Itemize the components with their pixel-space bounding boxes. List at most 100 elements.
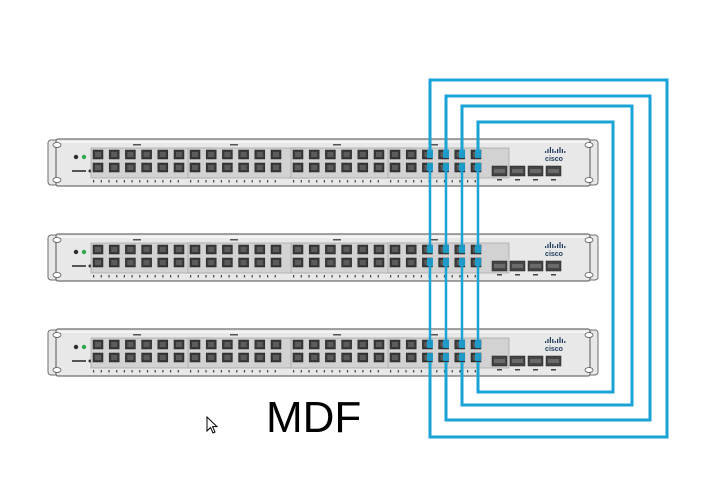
ethernet-port <box>254 339 266 350</box>
ethernet-port <box>357 149 369 160</box>
ethernet-port <box>357 352 369 363</box>
ethernet-port <box>157 257 169 268</box>
cable-plug <box>443 340 449 348</box>
ethernet-port <box>389 352 401 363</box>
ethernet-port <box>92 339 104 350</box>
ethernet-port <box>254 162 266 173</box>
brand-text: cisco <box>545 346 563 353</box>
sfp-port <box>545 355 562 367</box>
cable-plug <box>459 340 465 348</box>
ethernet-port <box>205 162 217 173</box>
ethernet-port <box>157 244 169 255</box>
sfp-port <box>491 355 508 367</box>
ethernet-port <box>357 339 369 350</box>
mount-hole <box>52 237 62 243</box>
cable-plug <box>459 245 465 253</box>
ethernet-port <box>324 352 336 363</box>
mdf-label: MDF <box>266 393 362 442</box>
ethernet-port <box>157 339 169 350</box>
status-led <box>81 344 87 350</box>
cable-plug <box>459 353 465 361</box>
ethernet-port <box>92 162 104 173</box>
switch-2: cisco <box>47 233 599 282</box>
ethernet-port <box>108 149 120 160</box>
ethernet-port <box>292 162 304 173</box>
ethernet-port <box>324 244 336 255</box>
ethernet-port <box>254 244 266 255</box>
ethernet-port <box>373 244 385 255</box>
cable-plug <box>459 258 465 266</box>
ethernet-port <box>205 257 217 268</box>
ethernet-port <box>357 257 369 268</box>
ethernet-port <box>292 257 304 268</box>
ethernet-port <box>173 149 185 160</box>
ethernet-port <box>124 257 136 268</box>
cisco-logo-icon: cisco <box>545 337 566 353</box>
ethernet-port <box>270 244 282 255</box>
ethernet-port <box>373 162 385 173</box>
ethernet-port <box>341 244 353 255</box>
switch-3: cisco <box>47 328 599 377</box>
ethernet-port <box>189 149 201 160</box>
ethernet-port <box>221 352 233 363</box>
mount-hole <box>52 142 62 148</box>
ethernet-port <box>238 339 250 350</box>
ethernet-port <box>205 339 217 350</box>
ethernet-port <box>173 244 185 255</box>
ethernet-port <box>405 162 417 173</box>
ethernet-port <box>341 257 353 268</box>
ethernet-port <box>405 149 417 160</box>
ethernet-port <box>189 339 201 350</box>
ethernet-port <box>341 339 353 350</box>
ethernet-port <box>124 149 136 160</box>
ethernet-port <box>173 162 185 173</box>
ethernet-port <box>108 257 120 268</box>
sfp-uplinks <box>491 355 562 371</box>
ethernet-port <box>389 339 401 350</box>
mount-hole <box>584 142 594 148</box>
ethernet-port <box>324 149 336 160</box>
sfp-port <box>527 260 544 272</box>
ethernet-port <box>141 257 153 268</box>
ethernet-port <box>324 339 336 350</box>
ethernet-port <box>373 352 385 363</box>
ethernet-port <box>373 149 385 160</box>
ethernet-port <box>108 162 120 173</box>
ethernet-port <box>141 149 153 160</box>
ethernet-port <box>308 257 320 268</box>
sfp-port <box>491 165 508 177</box>
ethernet-port <box>292 244 304 255</box>
ethernet-port <box>189 352 201 363</box>
stack-cable-1 <box>427 78 669 439</box>
ethernet-port <box>124 162 136 173</box>
ethernet-port <box>173 257 185 268</box>
ethernet-port <box>270 257 282 268</box>
cable-plug <box>459 150 465 158</box>
ethernet-port <box>92 352 104 363</box>
ethernet-port <box>108 352 120 363</box>
ethernet-port <box>308 352 320 363</box>
status-led <box>73 249 79 255</box>
ethernet-port <box>205 352 217 363</box>
sfp-uplinks <box>491 165 562 181</box>
ethernet-port <box>141 339 153 350</box>
ethernet-port <box>324 257 336 268</box>
mount-hole <box>584 332 594 338</box>
brand-text: cisco <box>545 156 563 163</box>
sfp-port <box>491 260 508 272</box>
ethernet-port <box>221 149 233 160</box>
ethernet-port <box>205 244 217 255</box>
ethernet-port <box>189 257 201 268</box>
ethernet-port <box>292 352 304 363</box>
ethernet-port <box>238 149 250 160</box>
ethernet-port <box>373 339 385 350</box>
ethernet-port <box>124 244 136 255</box>
ethernet-port <box>221 162 233 173</box>
ethernet-port <box>405 244 417 255</box>
cable-plug <box>475 258 481 266</box>
ethernet-port <box>108 339 120 350</box>
cable-plug <box>427 258 433 266</box>
mount-hole <box>584 237 594 243</box>
ethernet-port <box>92 149 104 160</box>
